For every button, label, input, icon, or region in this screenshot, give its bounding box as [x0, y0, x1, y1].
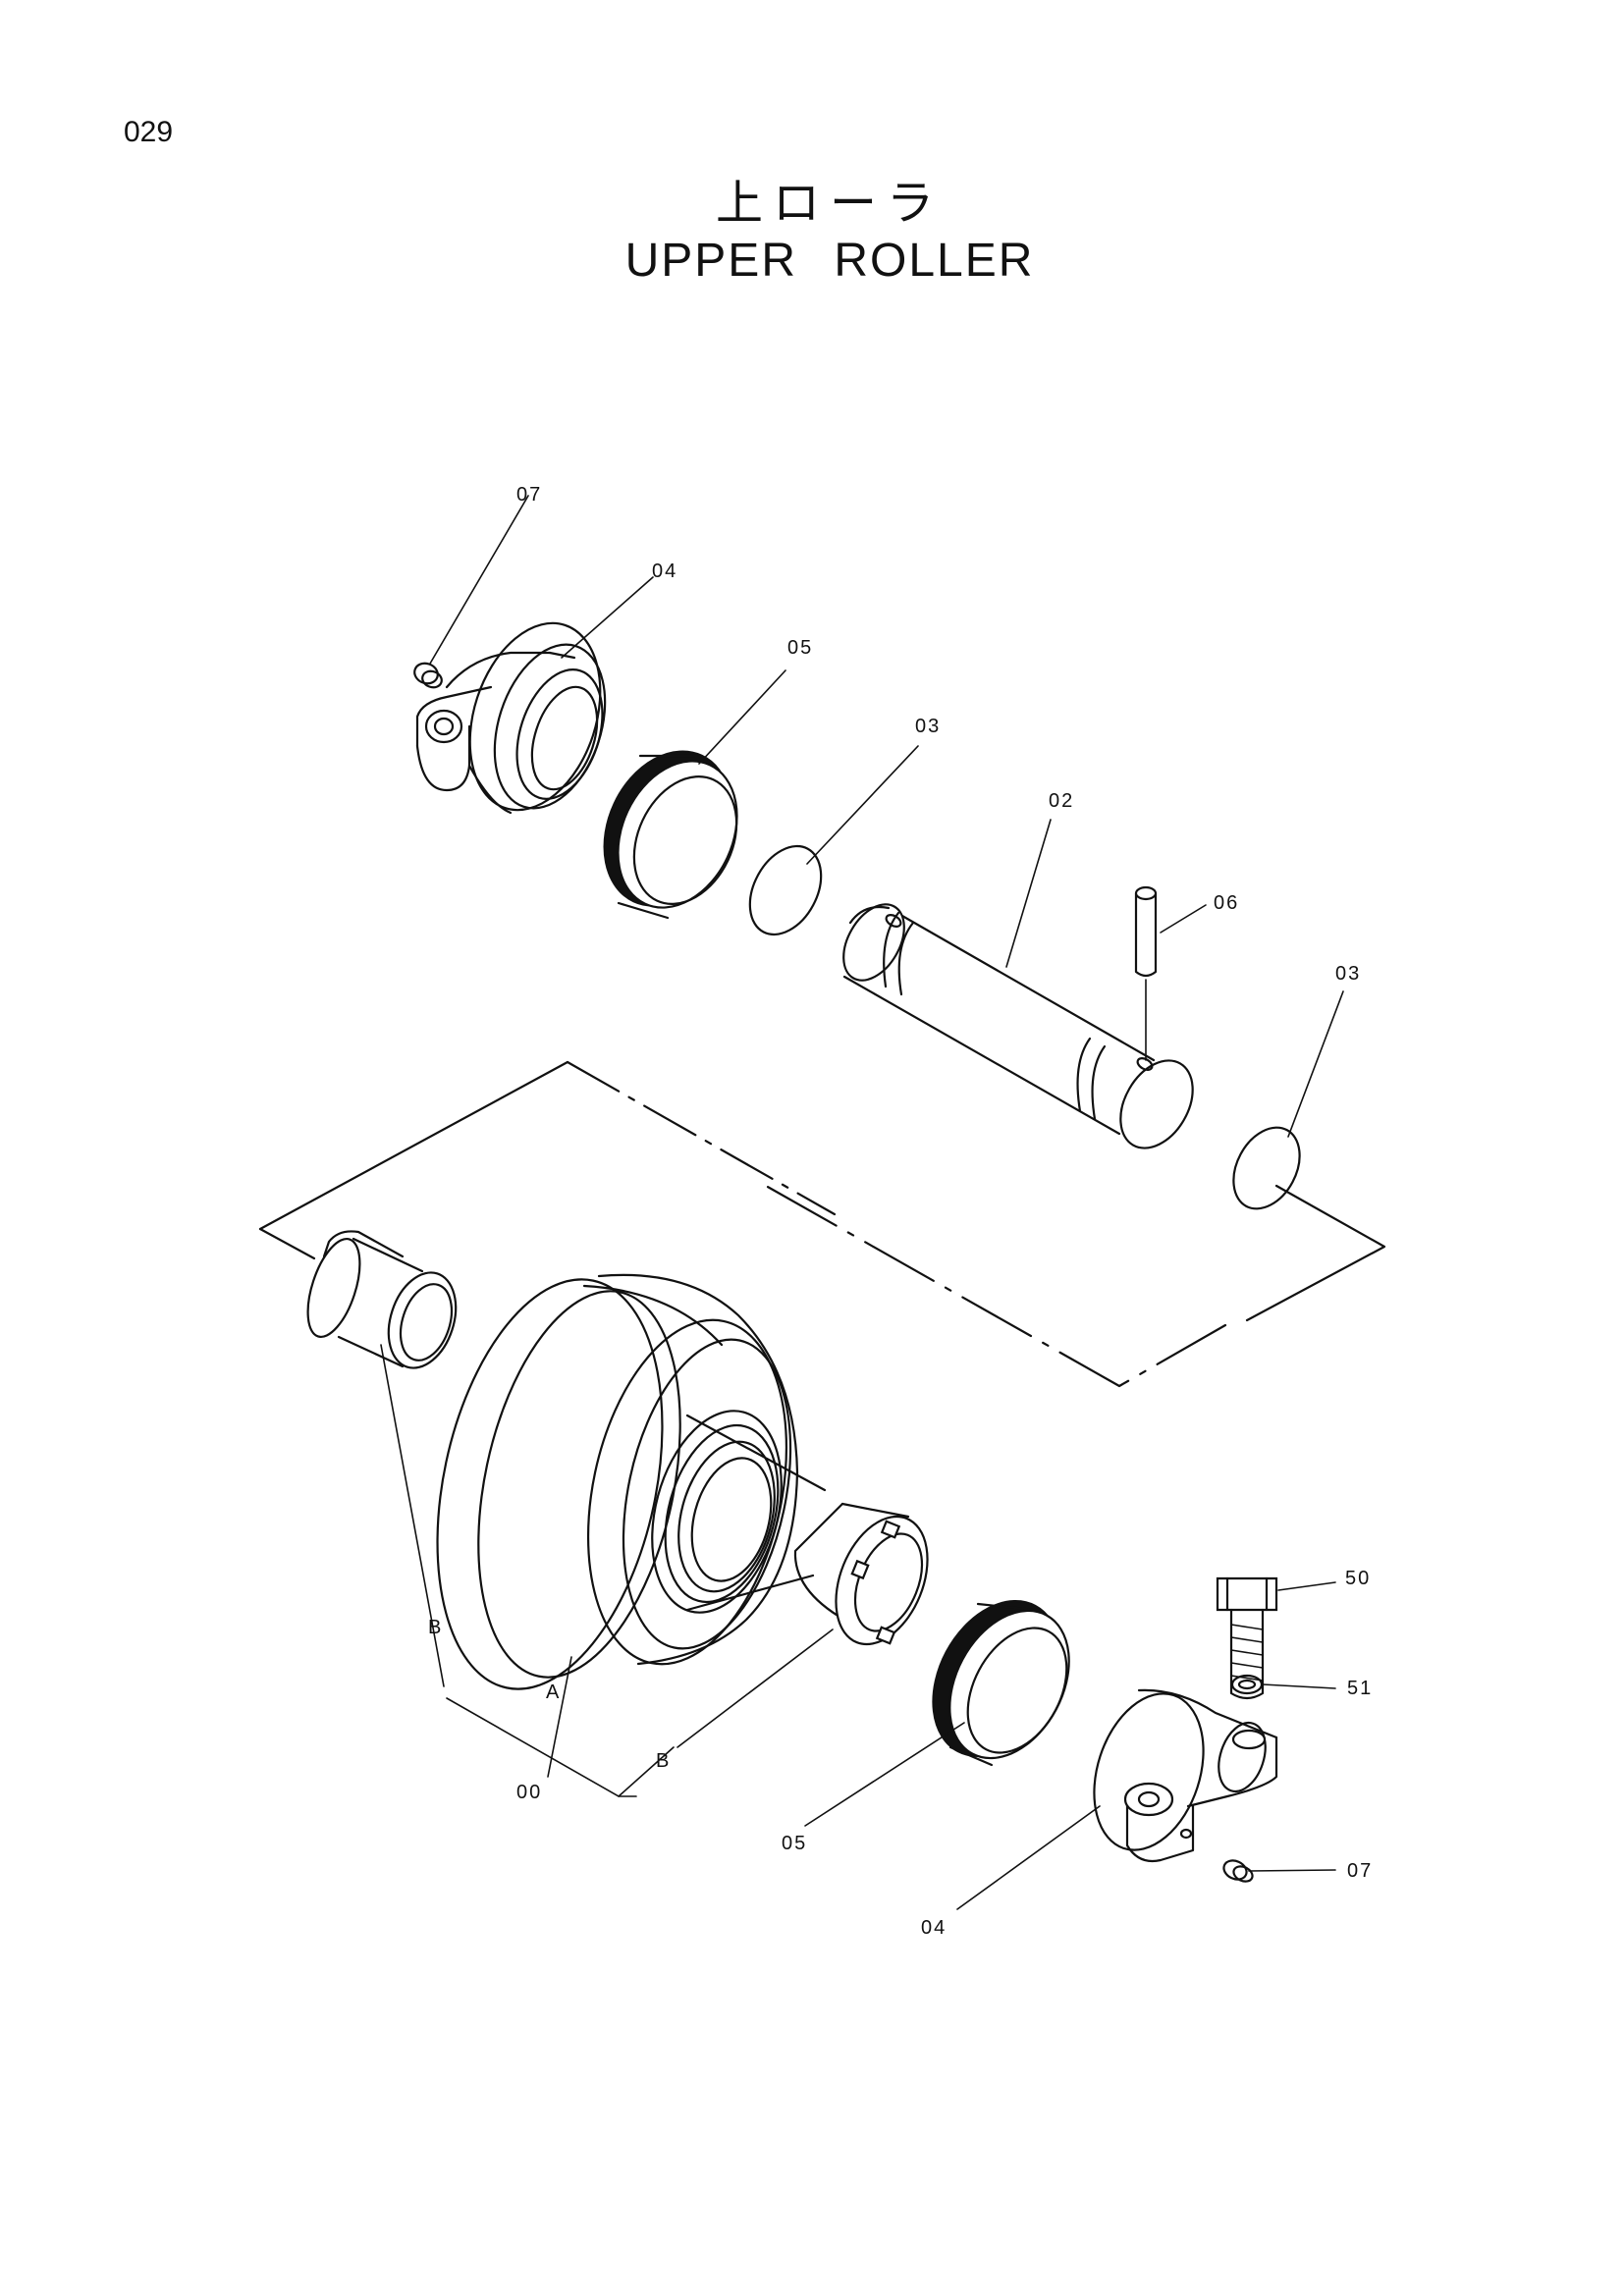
callout-03-right: 03 [1335, 963, 1361, 985]
callout-03-top: 03 [915, 716, 941, 737]
plug-top-part-07 [413, 662, 443, 689]
callout-07-top: 07 [516, 484, 542, 506]
assembly-outline-box [258, 1060, 1386, 1388]
page-number: 029 [124, 116, 174, 148]
callout-05-bottom: 05 [782, 1833, 807, 1854]
callout-04-bottom: 04 [921, 1917, 947, 1939]
page-title-jp: 上ローラ [715, 176, 944, 231]
washer-part-51 [1230, 1674, 1264, 1695]
bracket-bottom-part-04 [1093, 1688, 1278, 1863]
o-ring-top-part-03 [748, 844, 823, 936]
callout-B-mid: B [656, 1750, 671, 1772]
callout-05-top: 05 [787, 637, 813, 659]
roller-body-part-00 [436, 1273, 827, 1690]
callout-50: 50 [1345, 1568, 1371, 1589]
page-title-en: UPPER ROLLER [624, 235, 1035, 287]
o-ring-right-part-03 [1232, 1126, 1301, 1210]
callout-07-bottom: 07 [1347, 1860, 1373, 1882]
bracket-top-part-04 [415, 621, 607, 815]
callout-51: 51 [1347, 1678, 1373, 1699]
bolt-part-50 [1216, 1576, 1278, 1700]
callout-00: 00 [516, 1782, 542, 1803]
pin-part-06 [1134, 885, 1158, 1061]
floating-seal-top-part-05 [603, 750, 738, 920]
callout-06: 06 [1214, 892, 1239, 914]
leader-lines [380, 495, 1344, 1910]
callout-02: 02 [1049, 790, 1074, 812]
shaft-part-02 [842, 903, 1194, 1149]
floating-seal-bottom-part-05 [932, 1599, 1070, 1767]
bushing-right [793, 1502, 929, 1646]
title-block: 上ローラ UPPER ROLLER [0, 175, 1624, 291]
plug-bottom-part-07 [1222, 1859, 1254, 1883]
callout-04-top: 04 [652, 561, 677, 582]
bushing-left [306, 1230, 458, 1369]
callout-A: A [546, 1682, 561, 1703]
callout-B-left: B [428, 1617, 443, 1638]
